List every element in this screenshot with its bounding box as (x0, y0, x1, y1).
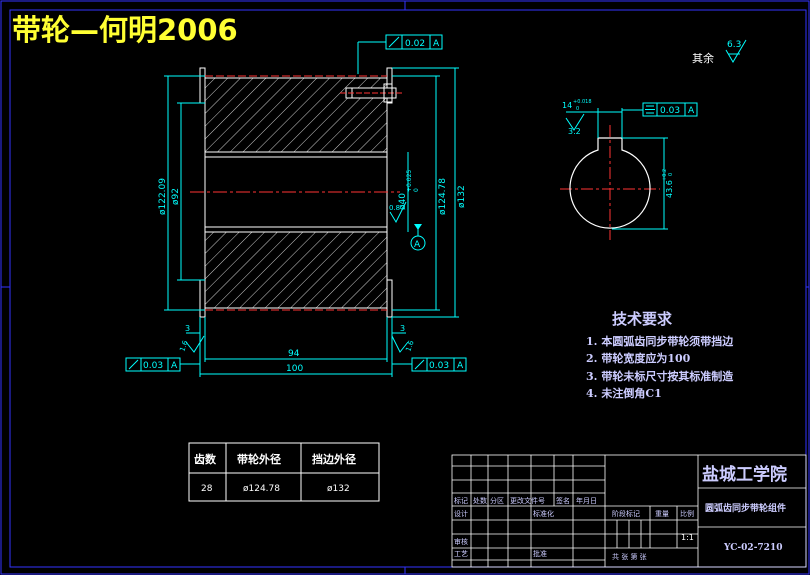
keyway-depth-dim: 43.6 (665, 180, 674, 198)
tb-standardize: 标准化 (533, 509, 554, 518)
finish-left-symbol (185, 335, 205, 353)
dim-d-outer: ø122.09 (158, 178, 168, 215)
keyway-finish-symbol (565, 113, 585, 131)
tb-stage-mark: 阶段标记 (612, 509, 640, 518)
runout-right-value: 0.03 (429, 361, 449, 371)
dim-flange-left: 3 (185, 324, 190, 333)
flange-right-bottom (386, 279, 393, 318)
keyway-depth-tol-upper: +0.2 (662, 169, 668, 181)
finish-right: 1.6 (404, 339, 416, 353)
keyway-depth-tol-lower: 0 (668, 173, 674, 176)
keyway-view: 14 +0.018 0 3.2 0.03 A 43.6 +0.2 0 (560, 99, 698, 240)
tb-school: 盐城工学院 (702, 464, 787, 485)
top-tol-value: 0.02 (405, 39, 425, 49)
keyway-finish: 3.2 (568, 127, 581, 136)
tb-part-name: 圆弧齿同步带轮组件 (705, 502, 786, 514)
datum-circle (410, 235, 426, 251)
tb-sheets: 共 张 第 张 (612, 552, 647, 561)
note-item-2: 2. 带轮宽度应为100 (586, 351, 691, 365)
param-table: 齿数 带轮外径 挡边外径 28 ø124.78 ø132 (188, 442, 380, 502)
tb-drawing-no: YC-02-7210 (723, 543, 782, 553)
hatch-lower (204, 231, 388, 309)
dim-bore-tol-lower: 0 (413, 188, 420, 192)
section-view: ø122.09 ø92 ø40 +0.025 0 ø124.78 ø132 0.… (125, 67, 467, 377)
sym-tol-datum: A (688, 106, 695, 116)
tb-mark: 标记 (454, 496, 468, 505)
datum-label: A (414, 240, 421, 250)
dim-d-tooth: ø124.78 (438, 178, 448, 215)
runout-left-value: 0.03 (143, 361, 163, 371)
dim-d-bore: ø40 (398, 193, 408, 210)
tb-review: 审核 (454, 537, 468, 546)
note-item-3: 3. 带轮未标尺寸按其标准制造 (586, 369, 734, 383)
tb-scale: 1:1 (681, 533, 694, 542)
tb-weight: 重量 (655, 510, 669, 518)
param-header-pulley-od: 带轮外径 (237, 452, 281, 466)
runout-left-icon (128, 359, 139, 370)
keyway-width-tol-lower: 0 (576, 106, 579, 112)
tb-design: 设计 (454, 509, 468, 518)
dim-length-total: 100 (286, 364, 303, 374)
tb-sign: 签名 (556, 496, 570, 505)
runout-right-datum: A (457, 361, 464, 371)
runout-right-icon (414, 359, 425, 370)
dim-bore-tol-upper: +0.025 (406, 170, 413, 192)
param-table-border (188, 442, 380, 502)
dim-flange-right: 3 (400, 324, 405, 333)
param-header-flange-od: 挡边外径 (312, 452, 356, 466)
tb-change-doc: 更改文件号 (510, 496, 545, 505)
keyway-width-dim: 14 (562, 101, 572, 110)
finish-left: 1.6 (178, 339, 190, 353)
top-tol-datum: A (433, 39, 440, 49)
notes-title: 技术要求 (612, 310, 673, 328)
set-screw-head (383, 83, 393, 103)
param-cell-pulley-od: ø124.78 (243, 484, 280, 494)
surface-finish-value: 6.3 (727, 40, 741, 50)
sym-tol-value: 0.03 (660, 106, 680, 116)
finish-right-symbol (391, 335, 409, 353)
keyway-width-tol-upper: +0.018 (573, 99, 592, 105)
title-block (451, 454, 807, 568)
tb-zone: 分区 (490, 496, 504, 505)
param-header-teeth: 齿数 (194, 452, 217, 466)
title-block-border (451, 454, 807, 568)
dim-d-flange: ø132 (457, 185, 467, 208)
datum-triangle (414, 224, 422, 230)
bore-roughness-symbol (389, 201, 407, 224)
tb-approve: 批准 (533, 549, 547, 558)
title-block-text: 盐城工学院 圆弧齿同步带轮组件 YC-02-7210 1:1 标记 处数 分区 … (454, 464, 787, 561)
bore-roughness: 0.8 (389, 204, 400, 212)
dim-length-inner: 94 (288, 349, 300, 359)
runout-left-box (125, 357, 181, 372)
runout-left-datum: A (171, 361, 178, 371)
note-item-1: 1. 本圆弧齿同步带轮须带挡边 (586, 334, 734, 348)
param-cell-flange-od: ø132 (327, 484, 350, 494)
flange-left-top (199, 67, 206, 104)
banner-title: 带轮—何明2006 (12, 13, 238, 47)
surface-finish-general: 其余 6.3 (692, 39, 747, 65)
technical-notes: 技术要求 1. 本圆弧齿同步带轮须带挡边 2. 带轮宽度应为100 3. 带轮未… (586, 310, 734, 400)
tb-date: 年月日 (576, 496, 597, 505)
tb-process: 工艺 (454, 550, 468, 558)
top-tolerance-frame: 0.02 A (357, 34, 443, 74)
sym-box (642, 102, 698, 117)
flange-left-bottom (199, 279, 206, 318)
tb-ratio: 比例 (680, 509, 694, 518)
inner-frame (9, 9, 807, 568)
dim-d-inner: ø92 (171, 188, 181, 205)
note-item-4: 4. 未注倒角C1 (586, 386, 662, 400)
top-tol-runout-icon (388, 36, 400, 48)
tb-count: 处数 (473, 496, 487, 505)
keyway-bore-outline (569, 137, 651, 229)
top-tol-box (385, 34, 443, 50)
surface-finish-label: 其余 (692, 51, 714, 65)
param-cell-teeth: 28 (201, 484, 213, 494)
runout-right-box (411, 357, 467, 372)
